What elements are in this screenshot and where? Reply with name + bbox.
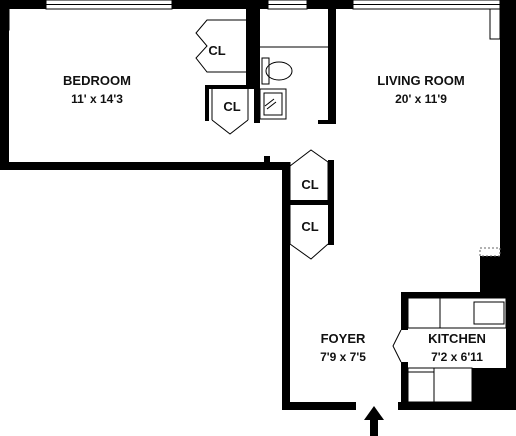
exterior-walls xyxy=(0,0,516,410)
bedroom-closet-2-label: CL xyxy=(223,99,240,114)
sink-icon xyxy=(259,88,287,120)
foyer-name: FOYER xyxy=(321,331,366,346)
foyer-dims: 7'9 x 7'5 xyxy=(320,350,366,364)
windows xyxy=(0,0,501,40)
interior-walls xyxy=(205,9,516,410)
bedroom-closet-1-label: CL xyxy=(208,43,225,58)
toilet-icon xyxy=(261,57,293,85)
kitchen-dims: 7'2 x 6'11 xyxy=(431,350,483,364)
hall-closet-1-label: CL xyxy=(301,177,318,192)
kitchen-name: KITCHEN xyxy=(428,331,486,346)
closet-doors xyxy=(195,19,402,363)
bedroom-name: BEDROOM xyxy=(63,73,131,88)
kitchen-fixtures xyxy=(407,247,507,403)
bathroom xyxy=(259,46,328,120)
bedroom-dims: 11' x 14'3 xyxy=(71,92,123,106)
living-room-name: LIVING ROOM xyxy=(377,73,464,88)
entrance-arrow-icon xyxy=(364,406,384,436)
living-room-dims: 20' x 11'9 xyxy=(395,92,447,106)
hall-closet-2-label: CL xyxy=(301,219,318,234)
